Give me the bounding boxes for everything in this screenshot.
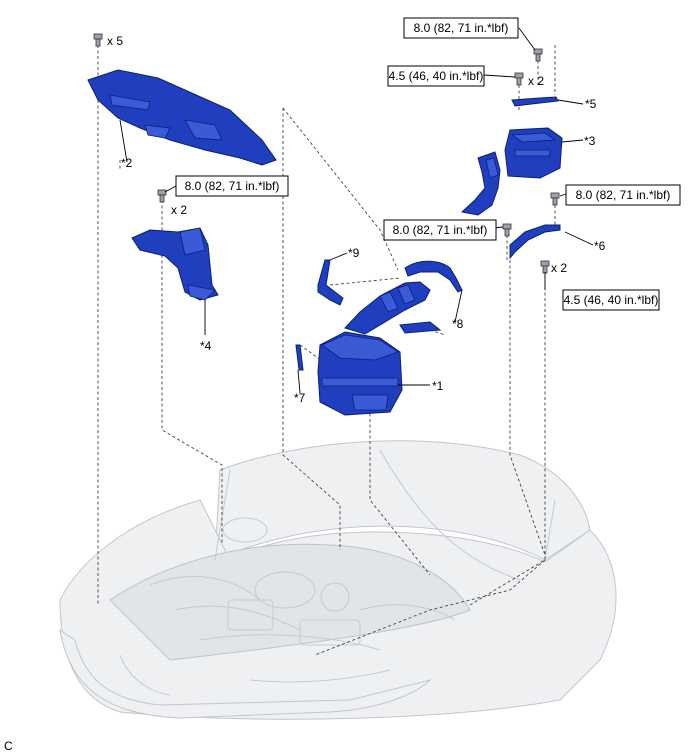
torque-spec-t2: 4.5 (46, 40 in.*lbf) xyxy=(387,65,485,87)
svg-text:8.0 (82, 71 in.*lbf): 8.0 (82, 71 in.*lbf) xyxy=(393,223,488,237)
air-cleaner-hose-part-8 xyxy=(344,260,463,335)
bolt-icon xyxy=(533,48,543,62)
torque-spec-t3: 8.0 (82, 71 in.*lbf) xyxy=(175,175,289,197)
bracket-part-5 xyxy=(511,96,559,107)
bolt-icon xyxy=(93,33,103,47)
quantity-label-q1: x 5 xyxy=(107,34,123,48)
bolt-icon xyxy=(514,72,524,86)
part-label-1: *1 xyxy=(432,379,444,393)
figure-code: C xyxy=(4,739,13,753)
part-label-9: *9 xyxy=(348,246,360,260)
quantity-label-q4: x 2 xyxy=(551,261,567,275)
leader-lines xyxy=(119,27,594,394)
svg-text:8.0 (82, 71 in.*lbf): 8.0 (82, 71 in.*lbf) xyxy=(576,188,671,202)
bolt-icon xyxy=(540,260,550,274)
sensor-bracket-part-9 xyxy=(317,259,344,306)
bolt-icon xyxy=(502,223,512,237)
part-label-6: *6 xyxy=(594,239,606,253)
vehicle-front-illustration xyxy=(59,440,617,720)
svg-text:8.0 (82, 71 in.*lbf): 8.0 (82, 71 in.*lbf) xyxy=(414,21,509,35)
torque-spec-t6: 4.5 (46, 40 in.*lbf) xyxy=(562,289,660,311)
ecu-bracket xyxy=(460,151,501,216)
torque-spec-t4: 8.0 (82, 71 in.*lbf) xyxy=(565,184,681,206)
air-cleaner-assembly-part-1 xyxy=(317,331,403,416)
clamp-part-7 xyxy=(295,344,304,371)
air-inlet-duct-part-4 xyxy=(131,227,219,301)
torque-spec-t1: 8.0 (82, 71 in.*lbf) xyxy=(403,17,519,39)
engine-cover-part-2 xyxy=(87,69,277,166)
svg-text:8.0 (82, 71 in.*lbf): 8.0 (82, 71 in.*lbf) xyxy=(185,179,280,193)
part-label-7: *7 xyxy=(294,391,306,405)
bracket-part-6 xyxy=(509,224,561,260)
part-label-3: *3 xyxy=(584,134,596,148)
svg-text:4.5 (46, 40 in.*lbf): 4.5 (46, 40 in.*lbf) xyxy=(564,293,659,307)
alignment-lines xyxy=(97,45,556,656)
part-label-2: *2 xyxy=(121,156,133,170)
svg-text:4.5 (46, 40 in.*lbf): 4.5 (46, 40 in.*lbf) xyxy=(389,69,484,83)
bolt-icon xyxy=(550,192,560,206)
bolt-icon xyxy=(157,189,167,203)
torque-spec-t5: 8.0 (82, 71 in.*lbf) xyxy=(383,219,497,241)
fastener-icons xyxy=(93,33,560,274)
ecu-part-3 xyxy=(504,127,563,179)
part-label-5: *5 xyxy=(585,97,597,111)
quantity-label-q3: x 2 xyxy=(528,74,544,88)
quantity-label-q2: x 2 xyxy=(171,203,187,217)
part-label-8: *8 xyxy=(452,317,464,331)
part-label-4: *4 xyxy=(200,339,212,353)
